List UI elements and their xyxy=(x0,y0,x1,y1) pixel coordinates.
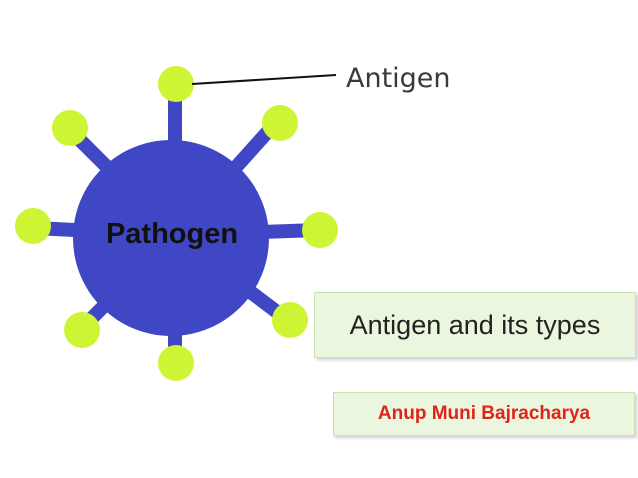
author-name: Anup Muni Bajracharya xyxy=(377,403,591,424)
antigen-ball xyxy=(158,345,194,381)
slide-title: Antigen and its types xyxy=(349,309,601,340)
author-box: Anup Muni Bajracharya xyxy=(333,392,635,436)
antigen-ball xyxy=(262,105,298,141)
antigen-leader-line xyxy=(191,74,337,85)
antigens xyxy=(15,66,338,381)
antigen-ball xyxy=(158,66,194,102)
antigen-ball xyxy=(272,302,308,338)
antigen-ball xyxy=(52,110,88,146)
antigen-ball xyxy=(302,212,338,248)
antigen-ball xyxy=(15,208,51,244)
pathogen-body xyxy=(73,140,269,336)
antigen-ball xyxy=(64,312,100,348)
antigen-label: Antigen xyxy=(346,63,451,94)
pathogen-label: Pathogen xyxy=(106,218,238,250)
title-box: Antigen and its types xyxy=(314,292,636,358)
